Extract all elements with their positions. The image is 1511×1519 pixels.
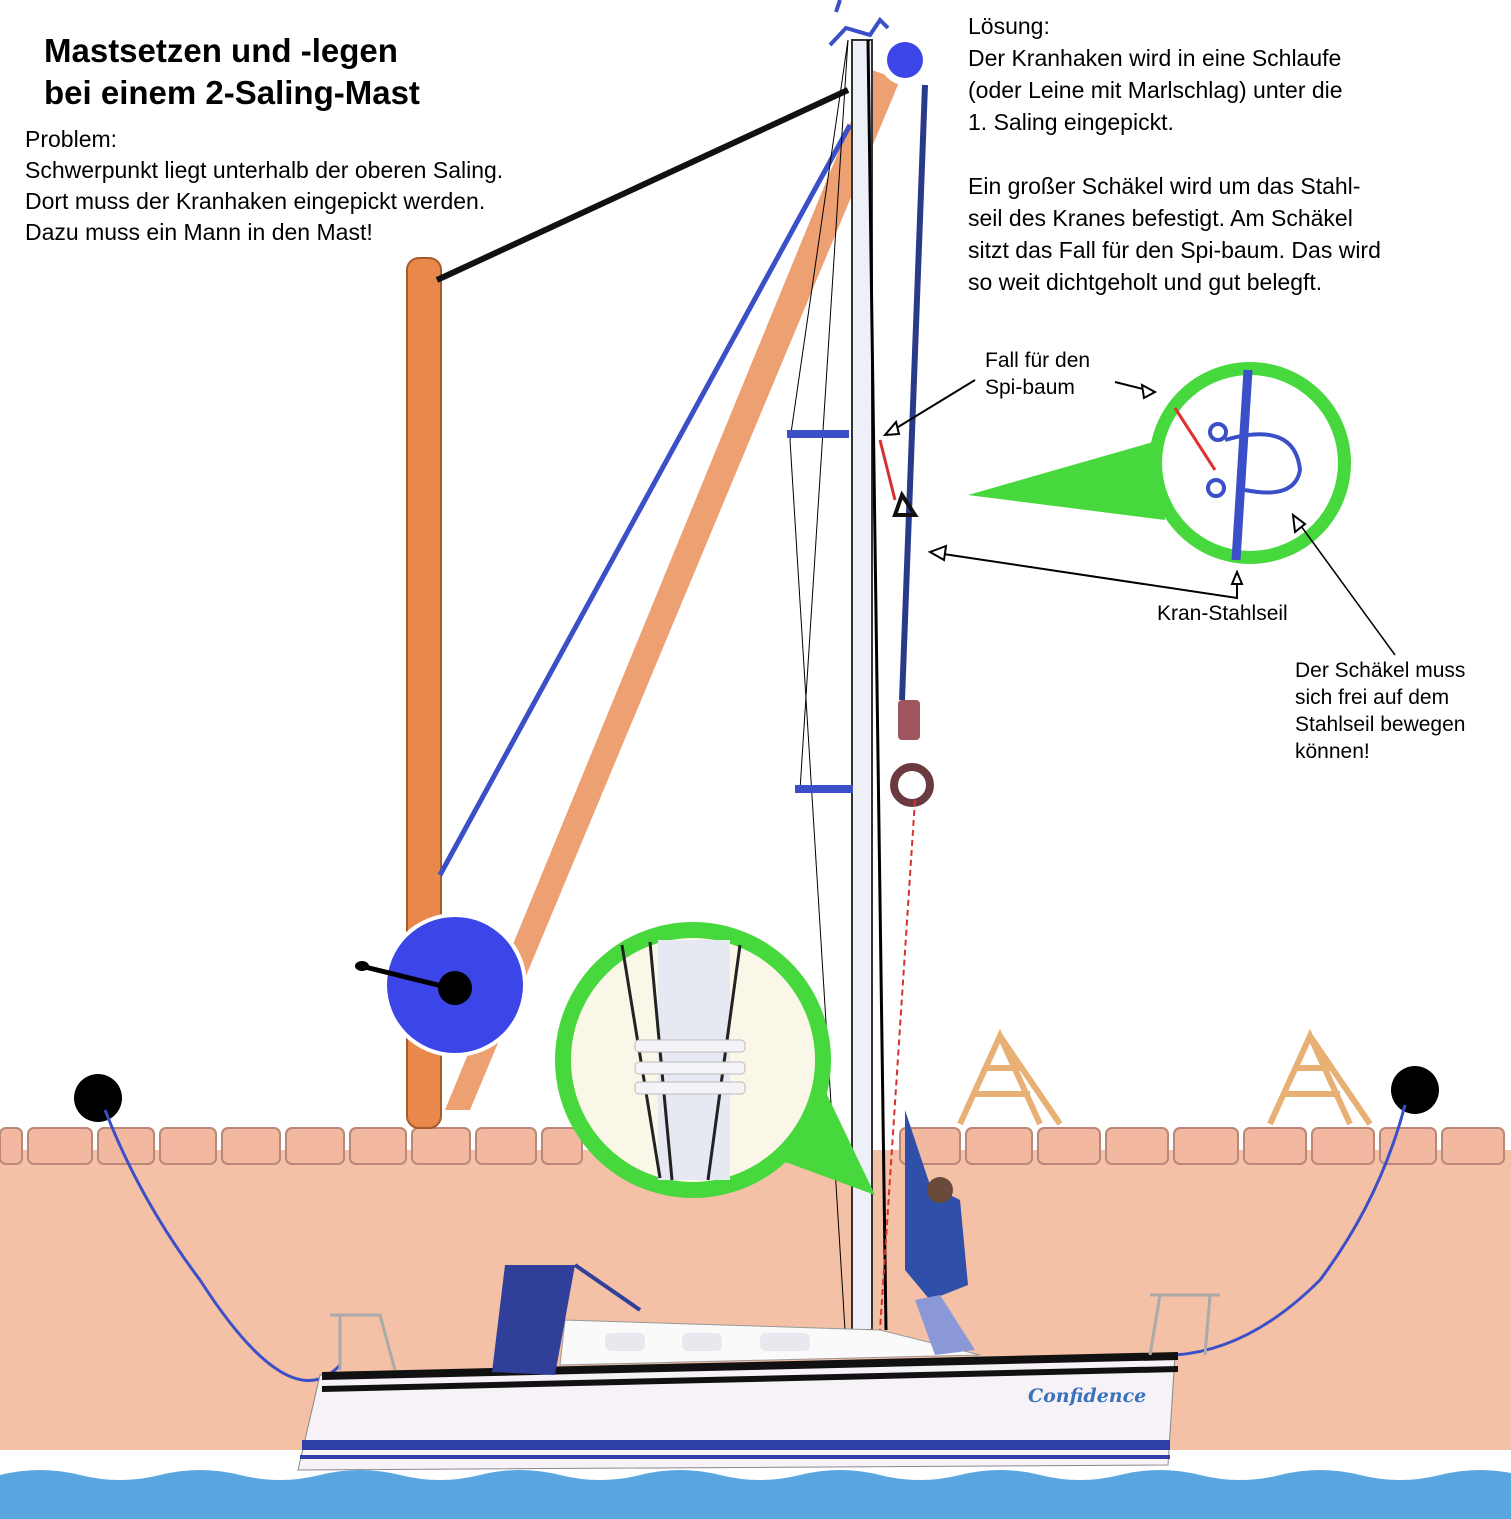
problem-line: Dort muss der Kranhaken eingepickt werde… <box>25 188 486 214</box>
label-schaekel-line: sich frei auf dem <box>1295 686 1450 709</box>
solution-line <box>968 138 1381 170</box>
winch-marker <box>355 913 527 1057</box>
callout-mast-detail <box>555 922 875 1198</box>
water <box>0 1470 1511 1519</box>
solution-line: sitzt das Fall für den Spi-baum. Das wir… <box>968 237 1381 263</box>
annotation-arrows <box>882 379 1396 656</box>
problem-heading: Problem: <box>25 126 118 152</box>
label-fall-line: Spi-baum <box>985 376 1075 399</box>
solution-line: (oder Leine mit Marlschlag) unter die <box>968 77 1343 103</box>
callout-shackle-detail <box>968 362 1351 564</box>
solution-line: seil des Kranes befestigt. Am Schäkel <box>968 205 1353 231</box>
solution-line: Ein großer Schäkel wird um das Stahl- <box>968 173 1361 199</box>
mooring-right <box>1174 1066 1439 1357</box>
man-figure <box>905 1110 975 1355</box>
solution-line: so weit dichtgeholt und gut belegft. <box>968 269 1323 295</box>
boat-name: Confidence <box>1028 1385 1147 1407</box>
label-schaekel-line: können! <box>1295 740 1370 763</box>
trestle-left <box>957 1028 1063 1126</box>
top-marker <box>880 35 930 85</box>
mast <box>787 0 890 1331</box>
mooring-left <box>74 1074 342 1382</box>
label-schaekel: Der Schäkel muss sich frei auf dem Stahl… <box>1295 657 1465 765</box>
problem-line: Schwerpunkt liegt unterhalb der oberen S… <box>25 157 504 183</box>
crane <box>406 70 900 1129</box>
boat <box>297 1263 1220 1471</box>
label-schaekel-line: Der Schäkel muss <box>1295 659 1466 682</box>
problem-line: Dazu muss ein Mann in den Mast! <box>25 219 373 245</box>
solution-text: Lösung: Der Kranhaken wird in eine Schla… <box>968 10 1381 298</box>
label-schaekel-line: Stahlseil bewegen <box>1295 713 1466 736</box>
problem-text: Problem: Schwerpunkt liegt unterhalb der… <box>25 124 503 248</box>
page-title: Mastsetzen und -legen bei einem 2-Saling… <box>44 30 420 114</box>
label-fall-line: Fall für den <box>985 349 1091 372</box>
solution-line: Der Kranhaken wird in eine Schlaufe <box>968 45 1342 71</box>
title-line-2: bei einem 2-Saling-Mast <box>44 74 420 111</box>
trestle-right <box>1267 1028 1373 1126</box>
title-line-1: Mastsetzen und -legen <box>44 32 398 69</box>
pier-capstones <box>0 1127 1505 1165</box>
label-kran-stahlseil: Kran-Stahlseil <box>1157 602 1288 625</box>
label-fall-spibaum: Fall für den Spi-baum <box>985 347 1090 401</box>
solution-heading: Lösung: <box>968 13 1050 39</box>
crane-cable <box>878 84 934 1331</box>
solution-line: 1. Saling eingepickt. <box>968 109 1174 135</box>
